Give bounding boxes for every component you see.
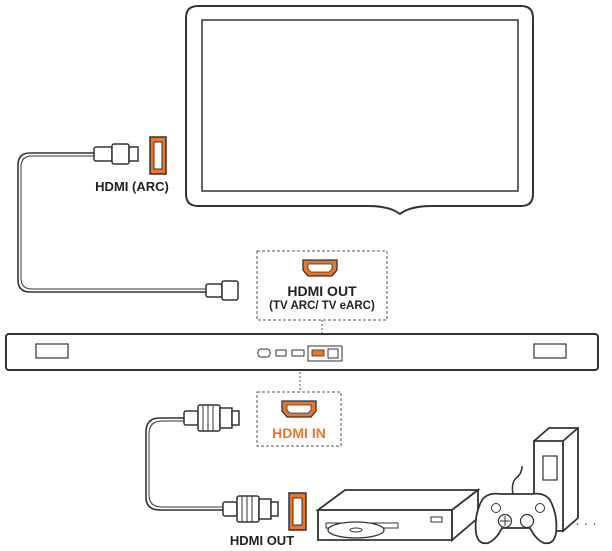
tv (185, 5, 534, 216)
source-out-label: HDMI OUT (230, 533, 294, 548)
soundbar-ports-icon (257, 345, 343, 362)
tv-hdmi-plug-icon (93, 143, 139, 165)
soundbar-hdmi-plug-icon (205, 280, 239, 301)
hdmi-out-box (256, 250, 388, 321)
source-cable (145, 417, 225, 511)
tv-cable (17, 152, 208, 293)
hdmi-out-subtitle: (TV ARC/ TV eARC) (269, 300, 375, 312)
tv-port-label: HDMI (ARC) (95, 179, 169, 194)
soundbar (5, 333, 599, 371)
tv-hdmi-port-icon (149, 136, 167, 175)
game-controller-icon (474, 465, 558, 545)
disc-player-icon (315, 488, 481, 542)
hdmi-in-box (256, 391, 342, 447)
source-cable-bottom-plug-icon (222, 495, 279, 523)
source-hdmi-port-icon (288, 492, 307, 531)
ellipsis-icon: · · · (575, 515, 597, 531)
hdmi-out-title: HDMI OUT (287, 283, 357, 299)
source-cable-top-plug-icon (183, 404, 240, 432)
hdmi-in-label: HDMI IN (272, 425, 326, 441)
